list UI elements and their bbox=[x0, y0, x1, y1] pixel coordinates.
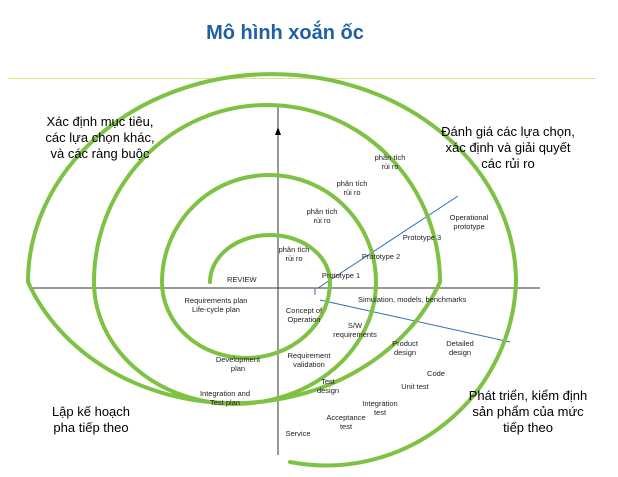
spiral-path bbox=[26, 72, 518, 468]
quadrant-top-right: Đánh giá các lựa chọn, xác định và giải … bbox=[441, 124, 575, 171]
code-label: Code bbox=[427, 369, 445, 378]
title-divider bbox=[8, 78, 596, 79]
risk-divider-line bbox=[317, 195, 459, 289]
page-title: Mô hình xoắn ốc bbox=[206, 22, 364, 44]
quadrant-bottom-left: Lập kế hoạch pha tiếp theo bbox=[51, 404, 131, 435]
service-label: Service bbox=[285, 429, 310, 438]
prototype-2: Prototype 2 bbox=[362, 252, 400, 261]
review-label: REVIEW bbox=[227, 275, 258, 284]
quadrant-top-left: Xác định mục tiêu, các lựa chọn khác, và… bbox=[45, 114, 155, 161]
simulation-label: Simulation, models, benchmarks bbox=[358, 295, 467, 304]
axis-arrow-icon bbox=[275, 127, 281, 135]
unit-test: Unit test bbox=[401, 382, 429, 391]
prototype-1: Prototype 1 bbox=[322, 271, 360, 280]
quadrant-bottom-right: Phát triển, kiểm định sản phẩm của mức t… bbox=[468, 388, 588, 435]
prototype-3: Prototype 3 bbox=[403, 233, 441, 242]
